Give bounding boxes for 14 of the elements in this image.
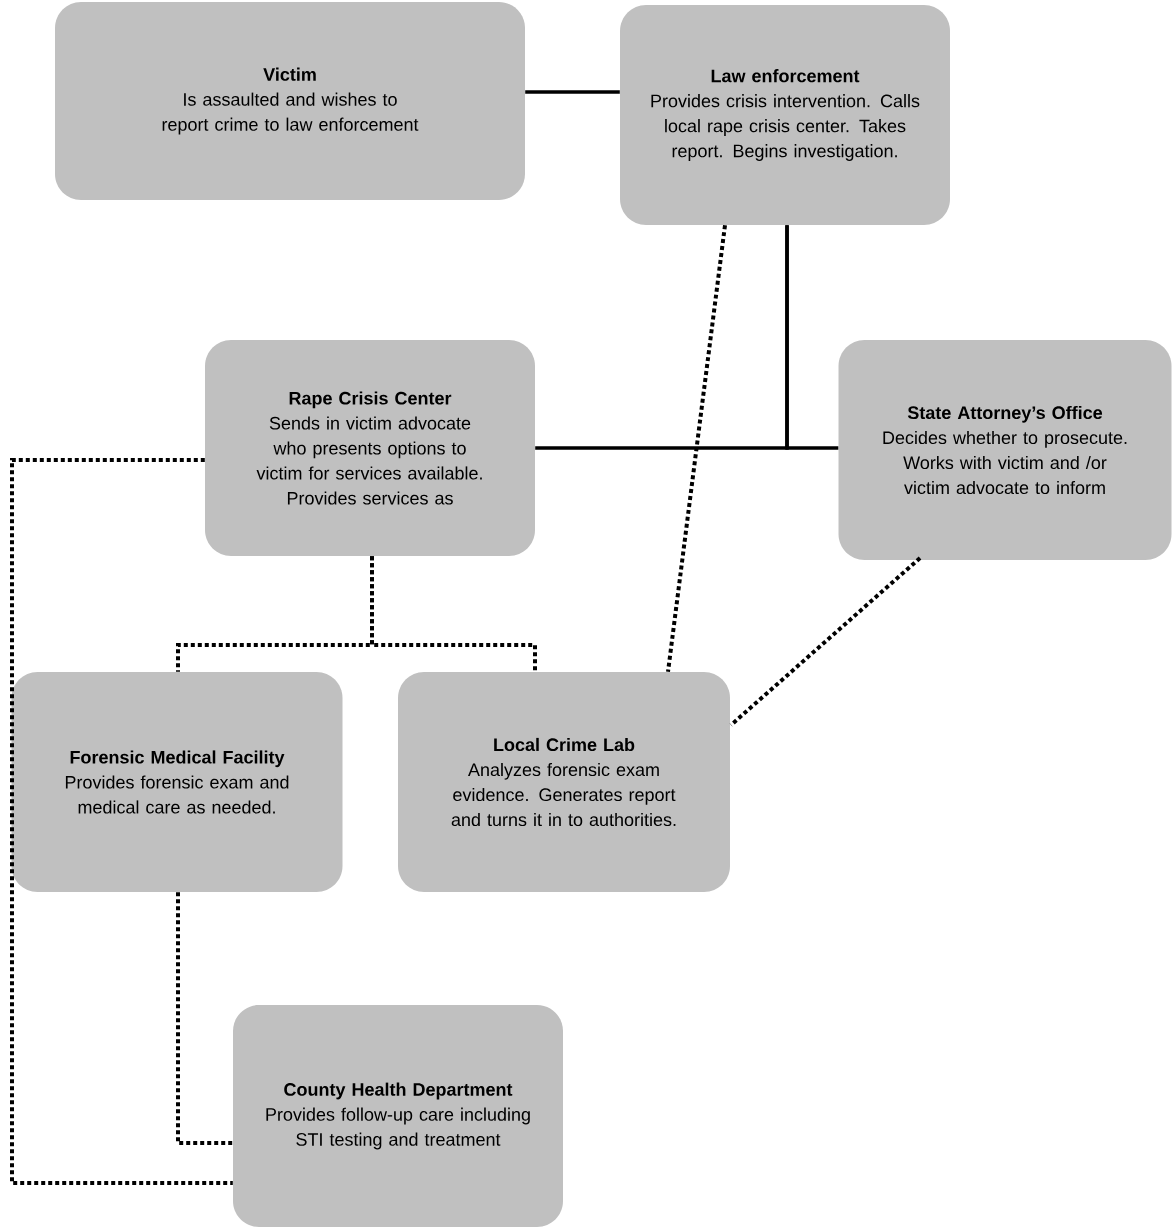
- process-box: County Health Department Provides follow-up care including STI testing and treatment: [233, 1005, 563, 1227]
- process-box: Law enforcement Provides crisis intervention. Calls local rape crisis center. Takes report. Begins investigation.: [620, 5, 950, 225]
- dotted-connector: [176, 892, 233, 1145]
- dotted-connector: [370, 556, 537, 672]
- dotted-connector: [10, 458, 233, 1185]
- connector-line: [525, 90, 620, 94]
- process-box: State Attorney’s Office Decides whether to prosecute. Works with victim and /or victim advocate to inform: [838, 340, 1172, 560]
- dotted-connector: [729, 556, 922, 727]
- process-box: Rape Crisis Center Sends in victim advocate who presents options to victim for services available. Provides services as: [205, 340, 535, 556]
- process-box: Forensic Medical Facility Provides forensic exam and medical care as needed.: [11, 672, 343, 892]
- dotted-connector: [666, 224, 727, 673]
- process-box: Local Crime Lab Analyzes forensic exam evidence. Generates report and turns it in to authorities.: [398, 672, 730, 892]
- process-box: Victim Is assaulted and wishes to report crime to law enforcement: [55, 2, 525, 200]
- connector-line: [785, 225, 839, 450]
